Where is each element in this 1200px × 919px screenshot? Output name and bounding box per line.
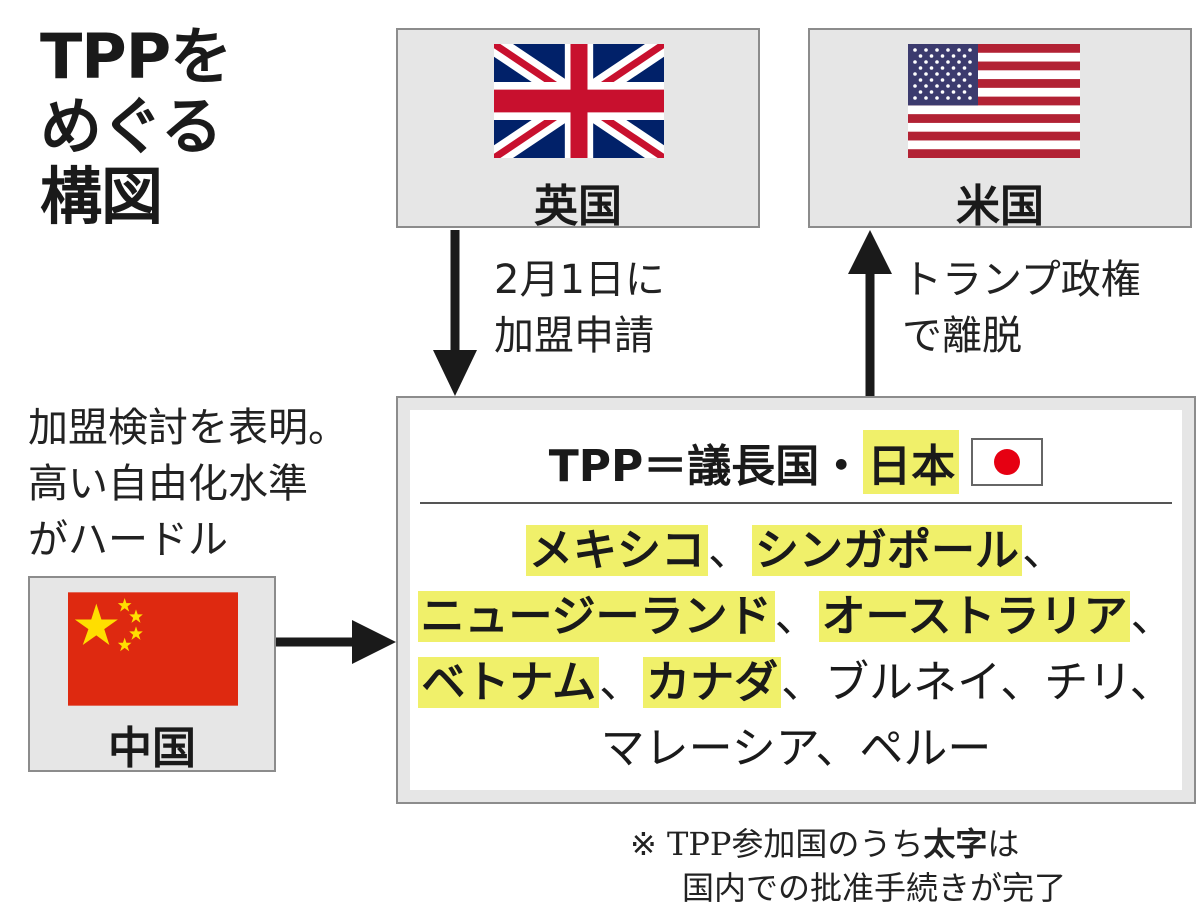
uk-flag-icon [494, 44, 664, 158]
china-box: 中国 [28, 576, 276, 774]
uk-box: 英国 [396, 28, 760, 232]
footnote-suffix: は [987, 825, 1020, 863]
member-country: マレーシア、ペルー [600, 723, 992, 774]
arrow-uk-to-tpp [433, 230, 477, 396]
title-line-3: 構図 [40, 160, 163, 233]
china-flag-icon [68, 592, 238, 706]
japan-flag-icon [971, 438, 1044, 486]
member-country: 、ブルネイ、チリ、 [781, 657, 1174, 708]
footnote-prefix: ※ TPP参加国のうち [630, 825, 924, 863]
uk-arrow-note: 2月1日に 加盟申請 [494, 252, 665, 364]
member-country-ratified: カナダ [643, 657, 782, 708]
member-country-ratified: オーストラリア [818, 591, 1131, 642]
member-country: 、 [1130, 591, 1175, 642]
tpp-member-line: メキシコ、シンガポール、 [410, 518, 1182, 584]
china-note: 加盟検討を表明。 高い自由化水準 がハードル [28, 400, 348, 568]
title-line-1: TPPを [40, 20, 232, 93]
uk-note-line-2: 加盟申請 [494, 313, 654, 359]
us-arrow-note: トランプ政権 で離脱 [902, 252, 1141, 364]
footnote-bold-word: 太字 [923, 825, 988, 863]
us-note-line-1: トランプ政権 [902, 257, 1141, 303]
member-country: 、 [599, 657, 644, 708]
uk-label: 英国 [534, 181, 622, 232]
us-label: 米国 [956, 181, 1044, 232]
tpp-title-prefix: TPP＝議長国・ [548, 441, 864, 492]
tpp-member-line: マレーシア、ペルー [410, 716, 1182, 782]
us-note-line-2: で離脱 [902, 313, 1022, 359]
member-country-ratified: ベトナム [418, 657, 600, 708]
member-country: 、 [708, 525, 752, 576]
tpp-chair-country: 日本 [863, 430, 960, 494]
member-country: 、 [774, 591, 819, 642]
footnote: ※ TPP参加国のうち太字は 国内での批准手続きが完了 [630, 822, 1066, 910]
member-country-ratified: ニュージーランド [417, 591, 775, 642]
member-country: 、 [1022, 525, 1066, 576]
member-country-ratified: シンガポール [752, 525, 1022, 576]
tpp-panel-inner: TPP＝議長国・ 日本 メキシコ、シンガポール、ニュージーランド、オーストラリア… [410, 410, 1182, 790]
title-line-2: めぐる [40, 90, 223, 163]
tpp-member-line: ベトナム、カナダ、ブルネイ、チリ、 [410, 650, 1182, 716]
tpp-member-list: メキシコ、シンガポール、ニュージーランド、オーストラリア、ベトナム、カナダ、ブル… [410, 518, 1182, 782]
tpp-member-line: ニュージーランド、オーストラリア、 [410, 584, 1182, 650]
tpp-panel: TPP＝議長国・ 日本 メキシコ、シンガポール、ニュージーランド、オーストラリア… [396, 396, 1196, 804]
arrow-tpp-to-us [848, 230, 892, 396]
us-flag-icon [908, 44, 1080, 158]
us-box: 米国 [808, 28, 1192, 232]
china-label: 中国 [108, 723, 196, 774]
china-note-line-2: 高い自由化水準 [28, 461, 308, 507]
uk-note-line-1: 2月1日に [494, 257, 665, 303]
member-country-ratified: メキシコ [526, 525, 708, 576]
footnote-line-1: ※ TPP参加国のうち太字は [630, 822, 1066, 866]
china-note-line-3: がハードル [28, 517, 228, 563]
china-note-line-1: 加盟検討を表明。 [28, 405, 348, 451]
arrow-china-to-tpp [276, 620, 396, 664]
diagram-title: TPPを めぐる 構図 [40, 22, 300, 232]
tpp-divider [420, 502, 1172, 504]
tpp-panel-title: TPP＝議長国・ 日本 [410, 430, 1182, 494]
footnote-line-2: 国内での批准手続きが完了 [682, 869, 1067, 907]
